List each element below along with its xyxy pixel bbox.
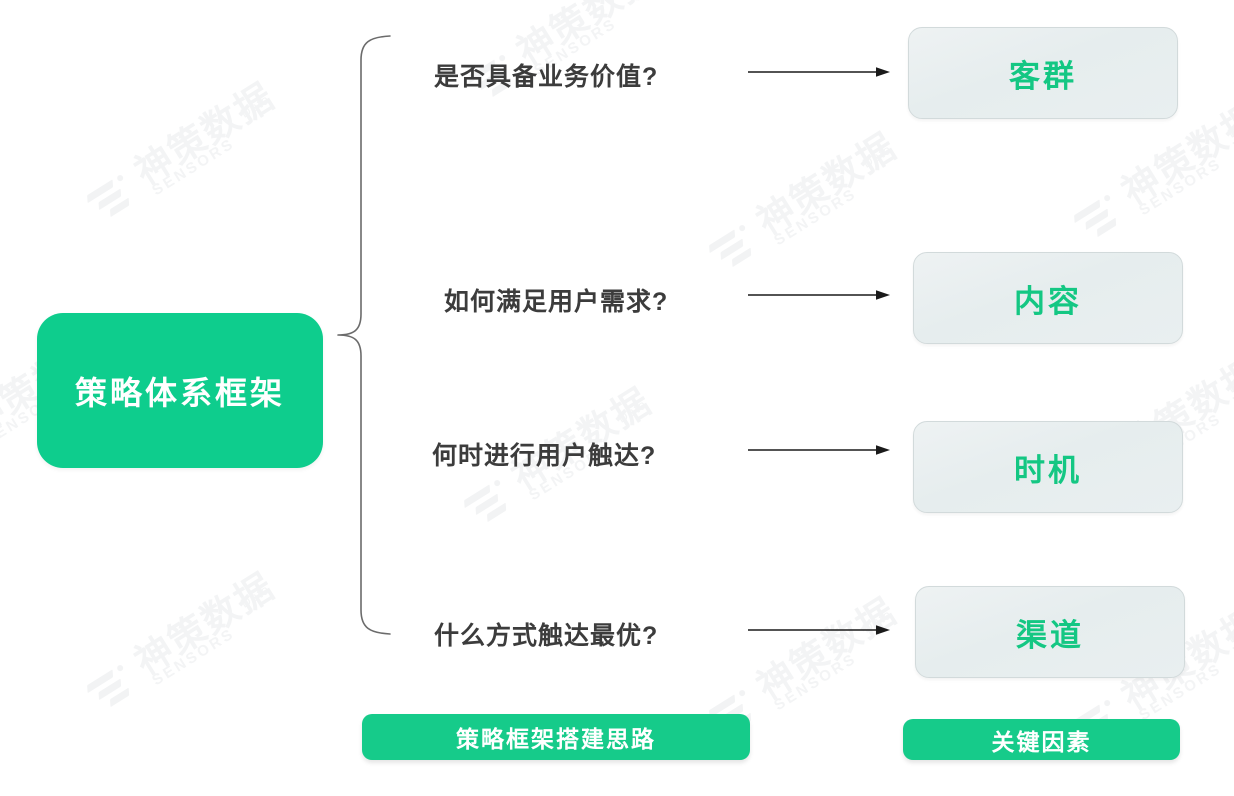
question-label-1: 如何满足用户需求? <box>444 288 669 316</box>
result-box-0[interactable]: 客群 <box>908 27 1178 119</box>
result-label-1: 内容 <box>1014 283 1082 319</box>
result-label-3: 渠道 <box>1016 617 1084 653</box>
arrow-icon-1 <box>748 288 890 302</box>
result-box-1[interactable]: 内容 <box>913 252 1183 344</box>
arrow-icon-3 <box>748 623 890 637</box>
result-box-3[interactable]: 渠道 <box>915 586 1185 678</box>
legend-left-label: 策略框架搭建思路 <box>456 726 656 752</box>
curly-brace-connector <box>336 34 392 636</box>
legend-bar-key-factors[interactable]: 关键因素 <box>903 719 1180 760</box>
result-label-2: 时机 <box>1014 452 1082 488</box>
result-box-2[interactable]: 时机 <box>913 421 1183 513</box>
question-label-3: 什么方式触达最优? <box>434 622 659 650</box>
arrow-icon-0 <box>748 65 890 79</box>
question-label-2: 何时进行用户触达? <box>432 442 657 470</box>
question-label-0: 是否具备业务价值? <box>434 63 659 91</box>
result-label-0: 客群 <box>1009 58 1077 94</box>
legend-right-label: 关键因素 <box>991 728 1092 755</box>
arrow-icon-2 <box>748 443 890 457</box>
root-node-label: 策略体系框架 <box>74 374 285 411</box>
root-node-strategy-framework[interactable]: 策略体系框架 <box>37 313 323 468</box>
legend-bar-framework-approach[interactable]: 策略框架搭建思路 <box>362 714 750 760</box>
